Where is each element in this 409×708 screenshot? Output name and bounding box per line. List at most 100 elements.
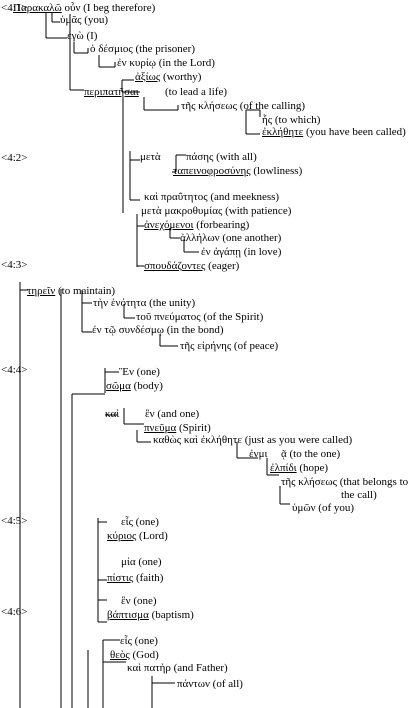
diagram-node: μετὰ μακροθυμίας (with patience) [141, 205, 291, 217]
greek-word: κύριος [107, 530, 137, 542]
diagram-node: ἀλλήλων (one another) [180, 232, 281, 244]
gloss: καθὼς καὶ ἐκλήθητε (just as you were cal… [153, 434, 353, 446]
diagram-node: ἐνμι [249, 448, 267, 460]
gloss: ὑμᾶς (you) [60, 14, 109, 26]
gloss: ἓν (and one) [145, 408, 200, 420]
gloss: τοῦ πνεύματος (of the Spirit) [136, 311, 264, 323]
greek-word: σῶμα [106, 380, 131, 392]
gloss: ἐν κυρίῳ (in the Lord) [117, 57, 215, 69]
gloss: τῆς κλήσεως (of the calling) [181, 100, 306, 112]
diagram-node: ταπεινοφροσύνης (lowliness) [173, 165, 302, 177]
greek-word: ἐκλήθητε [262, 126, 304, 138]
gloss: ὑμῶν (of you) [292, 502, 355, 514]
greek-word: ἐλπίδι [270, 462, 297, 474]
diagram-node: ἓν (one) [121, 595, 157, 607]
greek-word: Παρακαλῶ [13, 2, 62, 14]
diagram-node: πίστις (faith) [107, 572, 163, 584]
gloss: καὶ πραΰτητος (and meekness) [144, 191, 280, 203]
gloss: μετὰ [140, 151, 161, 163]
gloss: (body) [130, 380, 163, 392]
gloss: οὖν (I beg therefore) [61, 2, 156, 14]
verse-marker: <4:5> [1, 515, 28, 527]
diagram-node: τῆς κλήσεως (of the calling) [181, 100, 305, 112]
diagram-node: ὁ δέσμιος (the prisoner) [90, 43, 195, 55]
diagram-node: πνεῦμα (Spirit) [144, 422, 211, 434]
diagram-node: πάσης (with all) [186, 151, 257, 163]
diagram-node: ἐλπίδι (hope) [270, 462, 328, 474]
gloss: ἐν τῷ συνδέσμῳ (in the bond) [92, 324, 224, 336]
gloss: (lowliness) [250, 165, 303, 177]
diagram-node: ἐν κυρίῳ (in the Lord) [117, 57, 215, 69]
verse-marker: <4:4> [1, 364, 28, 376]
diagram-node: καὶ [105, 408, 119, 420]
diagram-node: τῆς εἰρήνης (of peace) [180, 340, 278, 352]
greek-word: βάπτισμα [107, 609, 149, 621]
gloss: the call) [341, 489, 377, 501]
diagram-node: τοῦ πνεύματος (of the Spirit) [136, 311, 263, 323]
diagram-node: τὴν ἑνότητα (the unity) [93, 297, 195, 309]
gloss: καὶ [105, 408, 120, 420]
gloss: μετὰ μακροθυμίας (with patience) [141, 205, 292, 217]
greek-word: σπουδάζοντες [144, 260, 206, 272]
greek-word: ἀξίως [135, 71, 161, 83]
gloss: ἧς (to which) [262, 114, 321, 126]
greek-word: ταπεινοφροσύνης [173, 165, 251, 177]
gloss: (God) [129, 649, 159, 661]
gloss: τὴν ἑνότητα (the unity) [93, 297, 196, 309]
gloss: ἐνμι [249, 448, 268, 460]
gloss: ᾷ (to the one) [281, 448, 341, 460]
gloss: ἓν (one) [121, 595, 157, 607]
verse-marker: <4:2> [1, 152, 28, 164]
diagram-node: σπουδάζοντες (eager) [144, 260, 239, 272]
greek-word: ἀνεχόμενοι [144, 219, 194, 231]
diagram-node: ᾷ (to the one) [281, 448, 340, 460]
diagram-node: κύριος (Lord) [107, 530, 168, 542]
diagram-node: καὶ πατὴρ (and Father) [127, 662, 228, 674]
verse-marker: <4:1> [1, 2, 28, 14]
diagram-node: ὑμῶν (of you) [292, 502, 354, 514]
diagram-node: (to lead a life) [165, 86, 227, 98]
diagram-node: the call) [341, 489, 377, 501]
gloss: εἷς (one) [120, 635, 158, 647]
gloss: (Spirit) [176, 422, 211, 434]
verse-marker: <4:3> [1, 259, 28, 271]
gloss: (to maintain) [55, 285, 116, 297]
gloss: πάσης (with all) [186, 151, 257, 163]
gloss: ὁ δέσμιος (the prisoner) [90, 43, 196, 55]
diagram-node: ἐκλήθητε (you have been called) [262, 126, 406, 138]
gloss: (eager) [205, 260, 240, 272]
diagram-node: βάπτισμα (baptism) [107, 609, 194, 621]
gloss: πάντων (of all) [177, 678, 243, 690]
gloss: (baptism) [148, 609, 194, 621]
diagram-node: τῆς κλήσεως (that belongs to [281, 476, 408, 488]
greek-word: τηρεῖν [27, 285, 56, 297]
diagram-node: ἐγὼ (I) [67, 30, 97, 42]
greek-word: περιπατῆσαι [84, 86, 139, 98]
diagram-node: περιπατῆσαι [84, 86, 139, 98]
gloss: (hope) [296, 462, 329, 474]
diagram-node: σῶμα (body) [106, 380, 163, 392]
diagram-node: θεὸς (God) [110, 649, 159, 661]
diagram-node: ἧς (to which) [262, 114, 320, 126]
gloss: τῆς κλήσεως (that belongs to [281, 476, 409, 488]
diagram-node: καὶ πραΰτητος (and meekness) [144, 191, 279, 203]
diagram-node: ὑμᾶς (you) [60, 14, 108, 26]
diagram-node: μετὰ [140, 151, 161, 163]
gloss: ἐγὼ (I) [67, 30, 98, 42]
gloss: ἀλλήλων (one another) [180, 232, 282, 244]
gloss: καὶ πατὴρ (and Father) [127, 662, 228, 674]
gloss: Ἓν (one) [119, 366, 160, 378]
diagram-node: ἐν τῷ συνδέσμῳ (in the bond) [92, 324, 224, 336]
gloss: (to lead a life) [165, 86, 227, 98]
greek-word: πνεῦμα [144, 422, 177, 434]
gloss: (you have been called) [303, 126, 406, 138]
greek-word: θεὸς [110, 649, 130, 661]
verse-marker: <4:6> [1, 606, 28, 618]
diagram-node: πάντων (of all) [177, 678, 243, 690]
gloss: (faith) [133, 572, 164, 584]
gloss: μία (one) [121, 556, 162, 568]
gloss: ἐν ἀγάπῃ (in love) [201, 246, 282, 258]
diagram-node: μία (one) [121, 556, 162, 568]
